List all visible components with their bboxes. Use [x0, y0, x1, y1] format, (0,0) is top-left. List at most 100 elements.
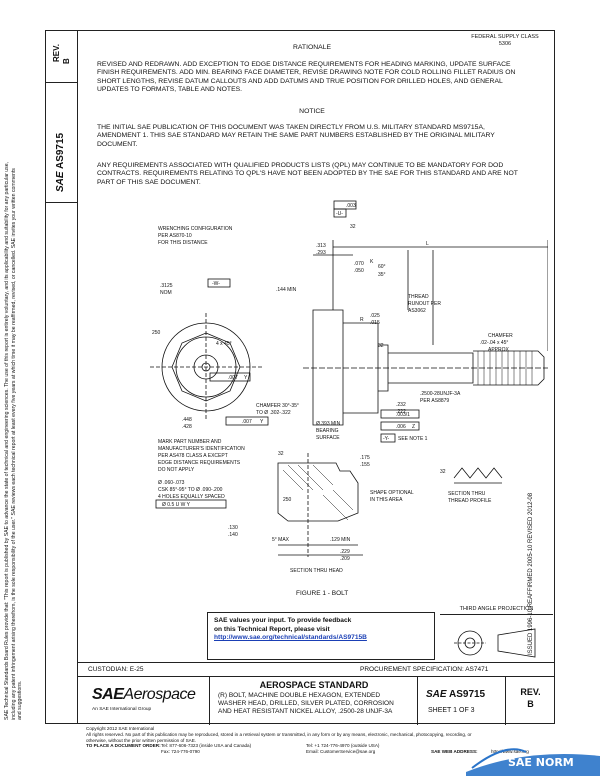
dim-232: .232	[396, 402, 406, 408]
label-thread-profile: THREAD PROFILE	[448, 498, 492, 504]
dim-L: L	[426, 241, 429, 247]
footer-rights: All rights reserved. No part of this pub…	[86, 731, 472, 743]
fc2-007: .007	[242, 419, 252, 425]
watermark-ribbon: SAE NORM	[466, 738, 600, 776]
fc4-Z: Z	[412, 424, 415, 430]
fc-Y: Y	[244, 375, 248, 381]
dim-32a: 32	[350, 224, 356, 230]
dim-35: 35°	[378, 272, 386, 278]
fc-003: .003	[346, 203, 356, 209]
sidebar-rev-label: REV.	[52, 44, 61, 62]
label-mark2: MANUFACTURER'S IDENTIFICATION	[158, 446, 245, 452]
label-hole3: 4 HOLES EQUALLY SPACED	[158, 494, 225, 500]
sidebar: REV. B SAE AS9715	[45, 30, 78, 724]
dim-60: 60°	[378, 264, 386, 270]
dim-293: .293	[316, 250, 326, 256]
sidebar-legal-text: SAE Technical Standards Board Rules prov…	[4, 161, 23, 720]
footer-copyright: Copyright 2012 SAE International	[86, 726, 155, 731]
datum-U: -U-	[336, 211, 343, 217]
label-wrench2: PER AS870-10	[158, 233, 192, 239]
feedback-line2: on this Technical Report, please visit	[214, 625, 330, 633]
feedback-link[interactable]: http://www.sae.org/technical/standards/A…	[214, 634, 367, 641]
bolt-head-side	[312, 309, 344, 426]
footer-web: SAE WEB ADDRESS:	[431, 749, 478, 755]
custodian-row: CUSTODIAN: E-25 PROCUREMENT SPECIFICATIO…	[78, 662, 555, 677]
dim-3125: .3125	[160, 283, 173, 289]
rev-value: B	[527, 699, 534, 709]
label-hole2: CSK 85°-95° TO Ø .090-.200	[158, 487, 223, 493]
desc-line1: (R) BOLT, MACHINE DOUBLE HEXAGON, EXTEND…	[218, 692, 381, 699]
label-thread-spec: .2500-28UNJF-3A	[420, 391, 461, 397]
brand-sub: An SAE International Group	[92, 707, 152, 712]
label-see-note: SEE NOTE 1	[398, 436, 428, 442]
label-wrench3: FOR THIS DISTANCE	[158, 240, 208, 246]
thread-profile	[453, 467, 503, 479]
dim-130: .130	[228, 525, 238, 531]
doc-sae: SAE	[426, 689, 447, 700]
fc-007: .007	[228, 375, 238, 381]
rationale-body: REVISED AND REDRAWN. ADD EXCEPTION TO ED…	[97, 61, 516, 93]
label-bearing3: SURFACE	[316, 435, 340, 441]
label-shape2: IN THIS AREA	[370, 497, 403, 503]
dim-32d: 32	[440, 469, 446, 475]
rationale-heading: RATIONALE	[292, 44, 332, 51]
dim-222: .222	[396, 409, 406, 415]
sheet-number: SHEET 1 OF 3	[428, 707, 475, 714]
footer: Copyright 2012 SAE International All rig…	[86, 726, 556, 755]
label-thread-spec2: PER AS8879	[420, 398, 449, 404]
title-cell: AEROSPACE STANDARD (R) BOLT, MACHINE DOU…	[210, 677, 418, 725]
fc-hole: Ø 0.5 U W Y	[162, 502, 191, 508]
label-R: R	[360, 317, 364, 323]
dim-250: 250	[152, 330, 161, 336]
label-shape1: SHAPE OPTIONAL	[370, 490, 414, 496]
label-chamfer4: TO Ø .302-.322	[256, 410, 291, 416]
notice-para-1: THE INITIAL SAE PUBLICATION OF THIS DOCU…	[97, 124, 495, 148]
doc-number-cell: SAE AS9715 SHEET 1 OF 3	[418, 677, 506, 725]
dim-5max: 5° MAX	[272, 537, 290, 543]
brand-aero: Aerospace	[123, 686, 196, 703]
sidebar-rev-block: REV. B	[45, 30, 77, 83]
dim-250b: 250	[283, 497, 292, 503]
label-chamfer: CHAMFER	[488, 333, 513, 339]
brand-sae: SAE	[92, 686, 124, 703]
feedback-box: SAE values your input. To provide feedba…	[207, 612, 435, 660]
rev-cell: REV. B	[506, 677, 555, 725]
sidebar-sae-mark: SAE	[55, 171, 66, 192]
dim-448: .448	[182, 417, 192, 423]
dim-313: .313	[316, 243, 326, 249]
footer-fax: Fax: 724-776-0790	[161, 749, 200, 755]
datum-W: -W-	[212, 281, 220, 287]
label-mark1: MARK PART NUMBER AND	[158, 439, 222, 445]
doc-num: AS9715	[448, 689, 486, 700]
third-angle-projection: THIRD ANGLE PROJECTION	[440, 606, 553, 666]
projection-symbol-icon	[454, 628, 536, 658]
rev-label: REV.	[520, 687, 541, 697]
label-approx: APPROX	[488, 347, 510, 353]
dim-32b: 32	[378, 343, 384, 349]
label-chamfer3: CHAMFER 30°-35°	[256, 403, 299, 409]
footer-web-url[interactable]: http://www.sae.org	[491, 749, 529, 755]
dim-32c: 32	[278, 451, 284, 457]
dim-229: .229	[340, 549, 350, 555]
dim-209: .209	[340, 556, 350, 562]
label-thread: THREAD	[408, 294, 429, 300]
sidebar-doc-number: AS9715	[55, 132, 66, 170]
watermark-text: SAE NORM	[508, 756, 574, 769]
stamp-line1: FEDERAL SUPPLY CLASS	[471, 34, 539, 40]
dim-015: .015	[370, 320, 380, 326]
sidebar-doc-title: SAE AS9715	[55, 133, 66, 192]
label-mark4: EDGE DISTANCE REQUIREMENTS	[158, 460, 241, 466]
dim-428: .428	[182, 424, 192, 430]
part-description: (R) BOLT, MACHINE DOUBLE HEXAGON, EXTEND…	[218, 692, 394, 716]
dim-070: .070	[354, 261, 364, 267]
dim-050: .050	[354, 268, 364, 274]
label-wrench: WRENCHING CONFIGURATION	[158, 226, 233, 232]
dim-144min: .144 MIN	[276, 287, 297, 293]
procurement-spec: PROCUREMENT SPECIFICATION: AS7471	[360, 666, 489, 673]
label-chamfer2: .02-.04 x 45°	[480, 340, 508, 346]
brand-cell: SAEAerospace An SAE International Group	[78, 677, 210, 725]
sidebar-doc-block: SAE AS9715	[45, 82, 77, 203]
notice-para-2: ANY REQUIREMENTS ASSOCIATED WITH QUALIFI…	[97, 162, 518, 186]
label-nom: NOM	[160, 290, 172, 296]
desc-line3: AND HEAT RESISTANT NICKEL ALLOY, .2500-2…	[218, 708, 393, 715]
